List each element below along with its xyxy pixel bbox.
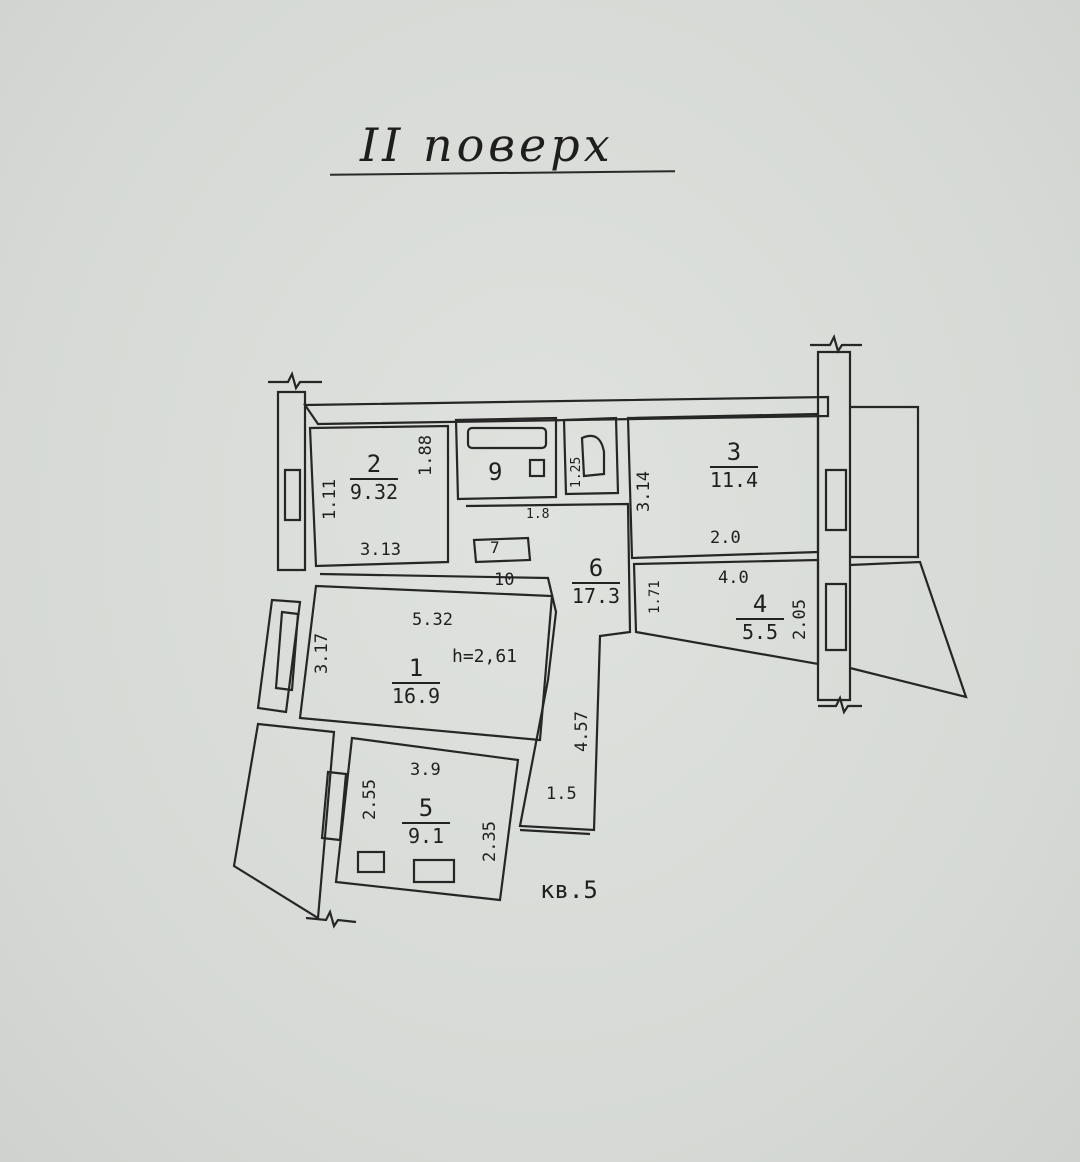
wall-storage-9: [472, 536, 532, 564]
room-9-label: 7: [490, 538, 500, 557]
window-room-1: [274, 610, 300, 692]
entry-door-line: [519, 828, 591, 836]
exterior-wall-left-lower: [232, 722, 336, 920]
dim-label: 2.05: [790, 599, 810, 640]
toilet: [580, 434, 606, 478]
window-room-2: [283, 468, 302, 522]
room-7-label: 9: [488, 458, 503, 486]
break-mark-top-left: [268, 370, 322, 391]
dim-label: 1.25: [569, 456, 584, 488]
room-10-label: 10: [494, 570, 515, 590]
dim-label: 4.0: [718, 568, 749, 588]
break-mark-bottom-right: [818, 694, 862, 715]
balcony: [850, 405, 920, 559]
wall-room-2: [308, 424, 450, 568]
wall-bath-7: [454, 416, 558, 501]
apartment-label: кв.5: [540, 876, 598, 904]
exterior-wall-left-upper: [276, 390, 307, 572]
dim-label: 1.88: [416, 435, 436, 476]
exterior-wall-top: [302, 395, 830, 426]
dim-label: 3.14: [634, 471, 654, 512]
stove: [356, 850, 386, 874]
break-mark-top-right: [810, 333, 862, 354]
bathtub: [466, 426, 548, 450]
window-room-5: [320, 770, 348, 842]
balcony-lower: [849, 560, 968, 699]
toilet-box: [528, 458, 546, 478]
dim-label: 1.8: [526, 507, 550, 522]
dim-label: 3.17: [312, 633, 332, 674]
floor-title: II поверх: [360, 118, 614, 172]
window-room-3: [824, 468, 848, 532]
window-room-4: [824, 582, 848, 652]
wall-room-1: [298, 584, 554, 742]
dim-label: 4.57: [572, 711, 592, 752]
wall-room-4: [632, 558, 820, 666]
dim-label: 5.32: [412, 610, 453, 630]
ceiling-height-label: h=2,61: [452, 646, 518, 667]
dim-label: 1.11: [320, 479, 340, 520]
dim-label: 1.5: [546, 784, 577, 804]
sink: [412, 858, 456, 884]
dim-label: 3.9: [410, 760, 441, 780]
exterior-wall-left-mid: [256, 598, 302, 714]
dim-label: 1.71: [647, 580, 663, 614]
break-mark-bottom-left: [305, 908, 357, 929]
dim-label: 2.0: [710, 528, 741, 548]
dim-label: 2.55: [360, 779, 380, 820]
dim-label: 2.35: [480, 821, 500, 862]
dim-label: 3.13: [360, 540, 401, 560]
wall-wc: [562, 416, 620, 496]
wall-room-3: [626, 412, 820, 560]
